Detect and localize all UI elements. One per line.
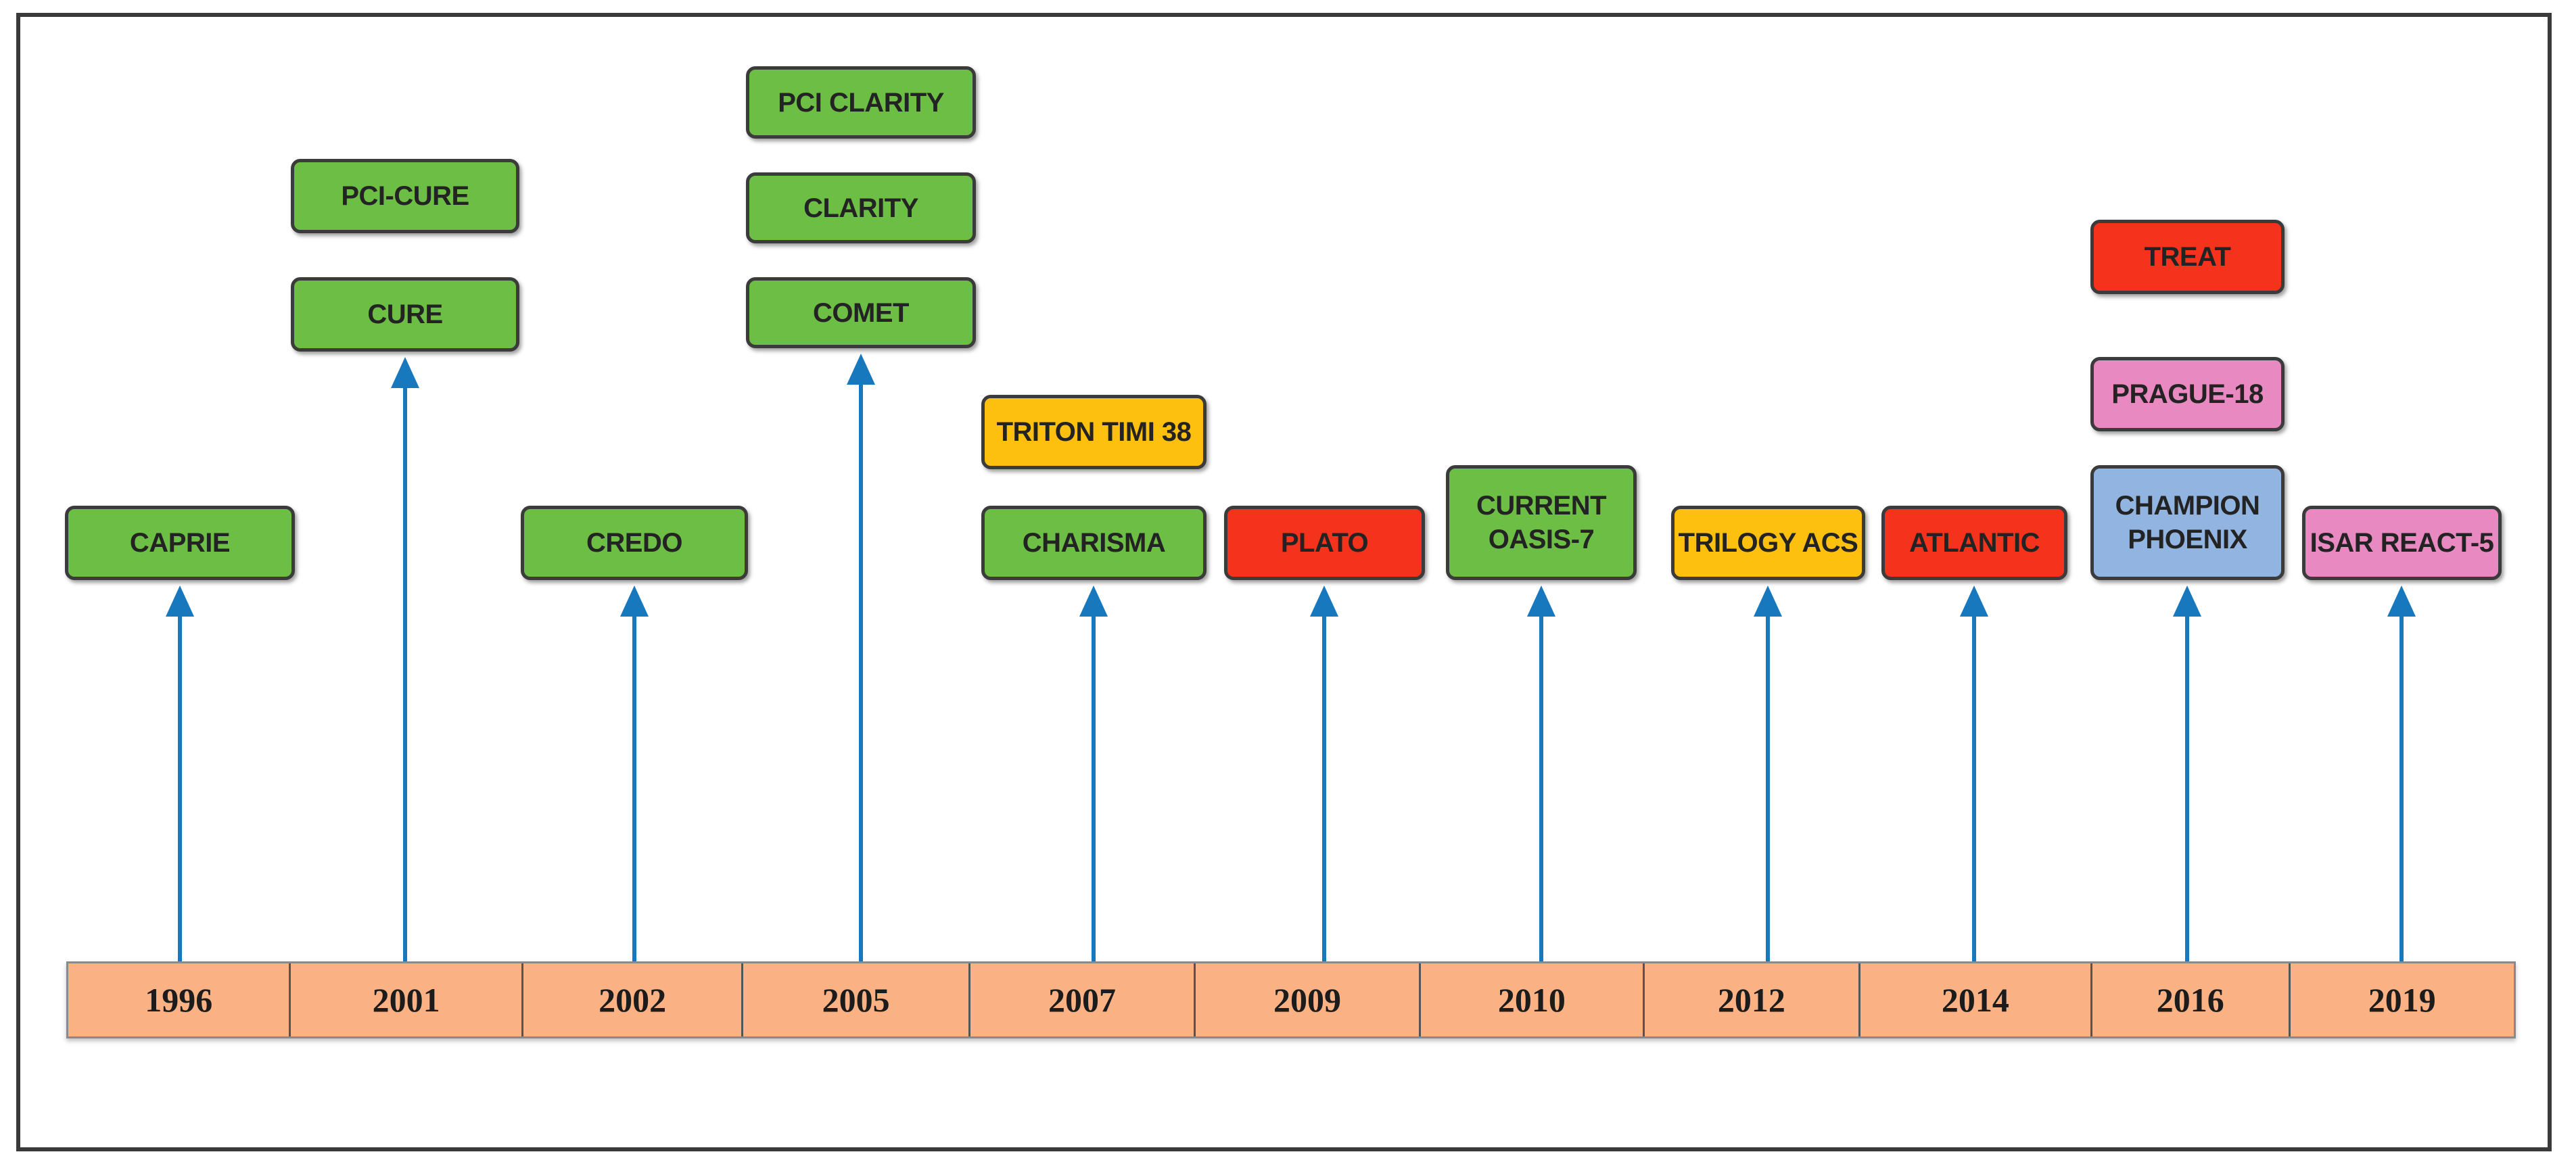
year-cell-2007: 2007 [970,963,1196,1036]
trial-label: CURE [367,300,443,329]
year-cell-2005: 2005 [743,963,970,1036]
trial-box-treat: TREAT [2090,220,2285,294]
arrow-stem-2001 [403,384,407,963]
trial-box-comet: COMET [746,277,976,348]
arrow-head-2019 [2387,585,2416,617]
trial-box-prague-18: PRAGUE-18 [2090,357,2285,431]
trial-label: CURRENT OASIS-7 [1476,491,1607,554]
year-cell-2016: 2016 [2092,963,2291,1036]
trial-box-atlantic: ATLANTIC [1881,506,2067,580]
arrow-stem-2007 [1092,613,1096,963]
trial-box-current-oasis-7: CURRENT OASIS-7 [1446,465,1637,580]
arrow-head-1996 [166,585,194,617]
trial-box-pci-clarity: PCI CLARITY [746,66,976,139]
trial-label: CHARISMA [1022,528,1166,558]
arrow-head-2005 [847,354,875,385]
trial-box-clarity: CLARITY [746,172,976,243]
trial-label: CLARITY [803,193,918,223]
arrow-stem-2014 [1972,613,1976,963]
year-cell-2002: 2002 [523,963,744,1036]
trial-label: PLATO [1280,528,1369,558]
year-cell-2009: 2009 [1196,963,1421,1036]
trial-box-plato: PLATO [1224,506,1425,580]
arrow-stem-2009 [1322,613,1326,963]
arrow-head-2007 [1079,585,1108,617]
trial-label: PCI CLARITY [778,87,944,118]
trial-box-credo: CREDO [521,506,748,580]
trial-label: PCI-CURE [341,181,469,211]
trial-label: CHAMPION PHOENIX [2115,491,2260,554]
trial-box-pci-cure: PCI-CURE [291,159,519,233]
arrow-stem-2012 [1766,613,1770,963]
arrow-head-2014 [1960,585,1988,617]
arrow-stem-2002 [632,613,636,963]
trial-label: ISAR REACT-5 [2310,528,2494,558]
arrow-head-2016 [2173,585,2201,617]
year-cell-2019: 2019 [2290,963,2514,1036]
year-cell-1996: 1996 [68,963,291,1036]
trial-box-charisma: CHARISMA [981,506,1207,580]
trial-label: TRILOGY ACS [1678,528,1858,558]
trial-label: TREAT [2144,242,2231,272]
trial-label: CREDO [586,528,682,558]
arrow-stem-1996 [178,613,182,963]
trial-box-trilogy-acs: TRILOGY ACS [1671,506,1865,580]
trial-label: COMET [813,297,909,328]
arrow-stem-2016 [2185,613,2189,963]
trial-label: PRAGUE-18 [2111,379,2264,409]
trial-box-caprie: CAPRIE [65,506,295,580]
arrow-head-2009 [1310,585,1338,617]
year-cell-2014: 2014 [1860,963,2093,1036]
arrow-stem-2005 [859,381,863,963]
arrow-head-2010 [1527,585,1555,617]
arrow-head-2012 [1754,585,1782,617]
trial-label: CAPRIE [129,528,231,558]
year-cell-2010: 2010 [1420,963,1645,1036]
arrow-head-2002 [620,585,649,617]
trial-box-triton-timi-38: TRITON TIMI 38 [981,395,1207,469]
trial-box-cure: CURE [291,277,519,352]
year-cell-2012: 2012 [1645,963,1860,1036]
trial-box-champion-phoenix: CHAMPION PHOENIX [2090,465,2285,580]
trial-box-isar-react-5: ISAR REACT-5 [2302,506,2502,580]
trial-label: TRITON TIMI 38 [996,417,1192,447]
trial-label: ATLANTIC [1909,528,2040,558]
year-cell-2001: 2001 [291,963,523,1036]
arrow-stem-2010 [1539,613,1543,963]
arrow-stem-2019 [2399,613,2404,963]
arrow-head-2001 [391,357,419,388]
